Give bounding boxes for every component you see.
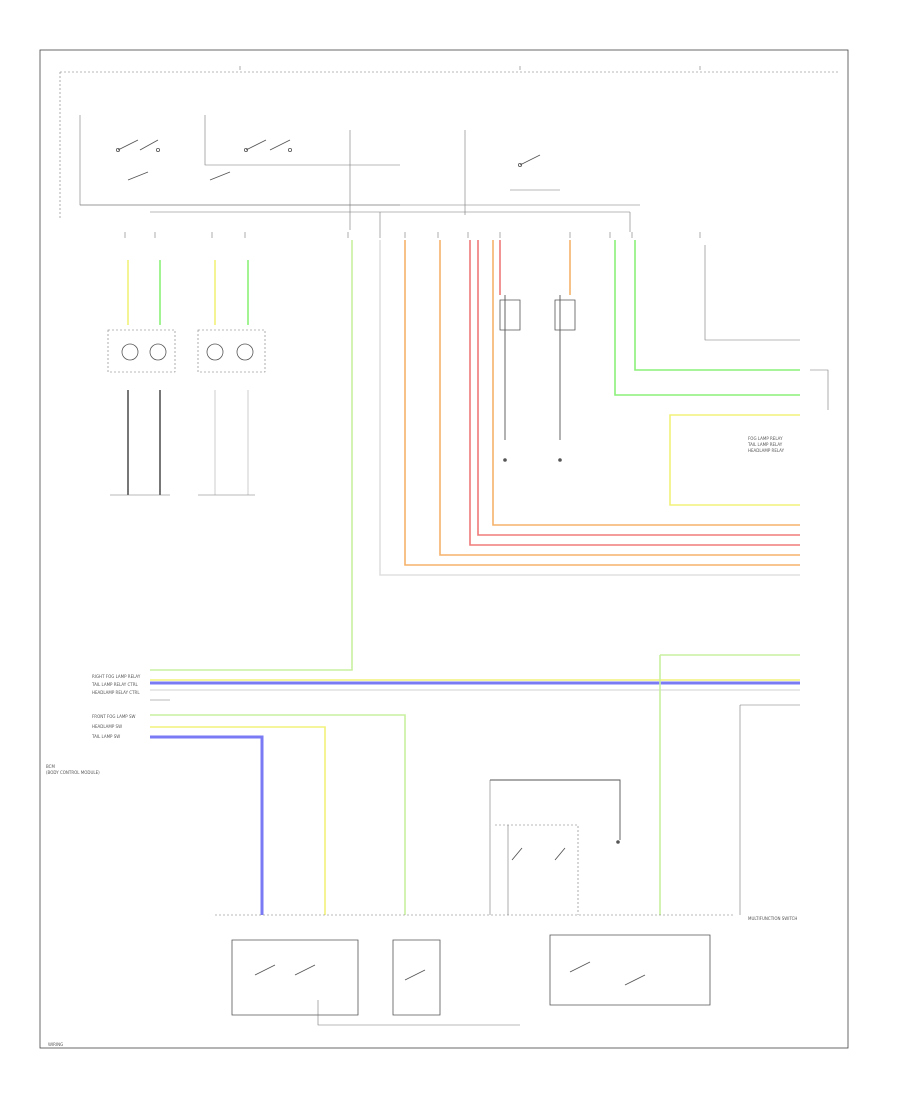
fog-lamp-units xyxy=(499,295,576,462)
label-tail-relay: TAIL LAMP RELAY CTRL xyxy=(91,682,139,687)
multifunction-switch-area xyxy=(215,779,735,916)
connector-row-top xyxy=(124,232,701,238)
diagram-frame xyxy=(39,49,849,1049)
label-fog-relay: RIGHT FOG LAMP RELAY xyxy=(92,674,141,679)
left-labels-2: FRONT FOG LAMP SW HEADLAMP SW TAIL LAMP … xyxy=(91,714,135,739)
label-head-sw: HEADLAMP SW xyxy=(92,724,122,729)
right-bus-wires xyxy=(379,240,829,576)
module-desc: (BODY CONTROL MODULE) xyxy=(46,770,100,775)
right-ctrl-labels: FOG LAMP RELAY TAIL LAMP RELAY HEADLAMP … xyxy=(747,436,785,453)
middle-wires xyxy=(150,654,800,915)
label-tail-sw: TAIL LAMP SW xyxy=(91,734,120,739)
relay-switches-top xyxy=(116,139,560,191)
page-ref: WIRING xyxy=(48,1042,63,1047)
module-label: BCM (BODY CONTROL MODULE) xyxy=(46,764,100,775)
left-labels-1: RIGHT FOG LAMP RELAY TAIL LAMP RELAY CTR… xyxy=(91,674,141,695)
bottom-switches xyxy=(231,934,711,1026)
module-name: BCM xyxy=(46,764,55,769)
label-r-tail: TAIL LAMP RELAY xyxy=(747,442,783,447)
label-head-relay: HEADLAMP RELAY CTRL xyxy=(92,690,140,695)
label-fog-sw: FRONT FOG LAMP SW xyxy=(92,714,135,719)
fuse-box-region xyxy=(59,66,840,232)
multifunction-switch-label: MULTIFUNCTION SWITCH xyxy=(748,916,797,921)
headlamp-units xyxy=(107,329,266,496)
headlamp-wires xyxy=(127,260,249,495)
label-r-fog: FOG LAMP RELAY xyxy=(748,436,783,441)
lower-left-wires xyxy=(150,714,406,915)
fog-relay-wire xyxy=(150,240,353,671)
label-r-head: HEADLAMP RELAY xyxy=(748,448,785,453)
